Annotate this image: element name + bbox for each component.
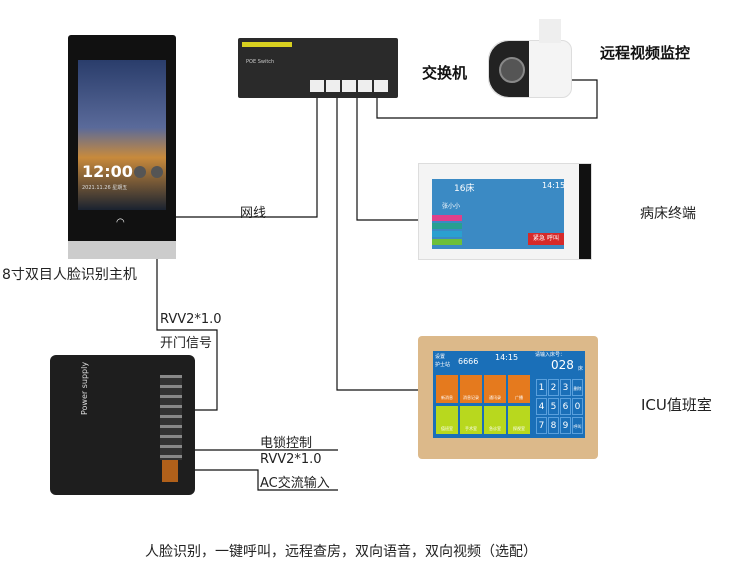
network-cable-label: 网线 (240, 206, 267, 221)
icu-key: 3 (560, 379, 571, 396)
icu-key: 7 (536, 417, 547, 434)
icu-tile: 新消息 (436, 375, 458, 403)
poe-switch: POE Switch (238, 38, 398, 98)
face-date: 2021.11.26 星期五 (82, 185, 128, 191)
lock-icon (134, 166, 146, 178)
icu-key: 0 (572, 398, 583, 415)
bedside-terminal: 16床 14:15 张小小 紧急 呼叫 (418, 163, 592, 260)
icu-key: 4 (536, 398, 547, 415)
switch-ports (310, 80, 390, 92)
face-terminal-screen: 12:00 2021.11.26 星期五 (78, 60, 166, 210)
wire-door-signal (156, 259, 218, 411)
camera (488, 19, 572, 98)
door-signal-label: 开门信号 (160, 336, 213, 351)
wire-face-to-switch (176, 92, 318, 218)
icu-tile: 值班室 (436, 406, 458, 434)
icu-tab-nurse-station: 护士站 (435, 362, 451, 368)
icu-key: 2 (548, 379, 559, 396)
power-terminals (160, 375, 182, 460)
icu-tile: 广播 (508, 375, 530, 403)
ac-input-label: AC交流输入 (260, 476, 330, 491)
switch-brand: POE Switch (246, 59, 275, 65)
icu-nurse-number: 6666 (458, 357, 479, 366)
face-terminal: 12:00 2021.11.26 星期五 ◠ (68, 35, 176, 259)
icu-key: 呼叫 (572, 417, 583, 434)
icu-key: 5 (548, 398, 559, 415)
face-terminal-base (68, 241, 176, 259)
camera-lens-icon (499, 57, 525, 83)
bedside-time: 14:15 (542, 181, 566, 190)
wire-switch-to-bedside (356, 92, 420, 221)
face-time: 12:00 (82, 162, 133, 181)
bedside-screen: 16床 14:15 张小小 紧急 呼叫 (432, 179, 566, 249)
icu-key: 8 (548, 417, 559, 434)
wire-ac-input (180, 469, 338, 491)
bedside-tag (432, 223, 462, 229)
icu-bed-input: 028 (551, 358, 574, 372)
power-supply: Power supply (50, 355, 195, 495)
bedside-bed: 16床 (454, 184, 475, 194)
bedside-tag (432, 231, 462, 237)
wire-switch-to-icu (336, 92, 420, 391)
bedside-side-bar (579, 164, 591, 259)
icu-tab-settings: 设置 (435, 354, 446, 360)
icu-time: 14:15 (495, 353, 519, 362)
icu-terminal: 设置 护士站 6666 14:15 请输入床号： 028 床 新消息消息记录通讯… (418, 336, 598, 459)
icu-tile: 消息记录 (460, 375, 482, 403)
camera-mount (539, 19, 561, 43)
icu-key: 删除 (572, 379, 583, 396)
icu-tile: 通讯录 (484, 375, 506, 403)
bedside-label: 病床终端 (640, 206, 696, 222)
icu-label: ICU值班室 (641, 396, 712, 414)
icu-key: 6 (560, 398, 571, 415)
icu-tile: 手术室 (460, 406, 482, 434)
icu-tile: 探视室 (508, 406, 530, 434)
icu-screen: 设置 护士站 6666 14:15 请输入床号： 028 床 新消息消息记录通讯… (433, 351, 585, 438)
bedside-alarm-button: 紧急 呼叫 (528, 233, 564, 245)
icu-key: 9 (560, 417, 571, 434)
switch-label: 交换机 (422, 64, 468, 82)
bedside-tag (432, 239, 462, 245)
wifi-icon: ◠ (116, 217, 125, 228)
switch-sticker (242, 42, 292, 47)
bedside-tag (432, 215, 462, 221)
icu-tile: 急诊室 (484, 406, 506, 434)
icu-bed-unit: 床 (578, 366, 584, 372)
power-supply-label: Power supply (80, 361, 89, 415)
door-cable-label: RVV2*1.0 (160, 312, 222, 327)
bedside-patient-name: 张小小 (442, 203, 461, 210)
camera-label: 远程视频监控 (600, 44, 691, 62)
lock-control-label: 电锁控制 (260, 436, 313, 451)
wire-switch-to-camera (376, 79, 598, 119)
caption: 人脸识别，一键呼叫，远程查房，双向语音，双向视频（选配） (145, 544, 537, 560)
icu-prompt: 请输入床号： (535, 352, 566, 358)
icu-key: 1 (536, 379, 547, 396)
ac-cable-label: RVV2*1.0 (260, 452, 322, 467)
bell-icon (151, 166, 163, 178)
face-terminal-label: 8寸双目人脸识别主机 (2, 267, 137, 283)
ac-terminal (162, 460, 178, 482)
